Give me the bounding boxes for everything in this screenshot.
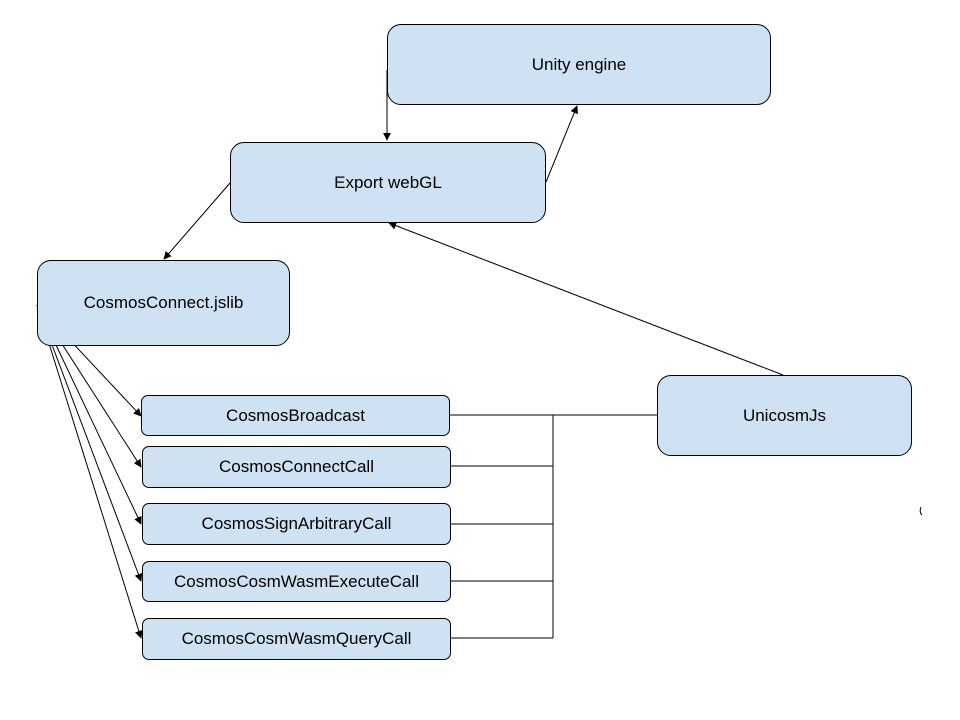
node-cosmos-connect-jslib: CosmosConnect.jslib [37, 260, 290, 346]
node-export-webgl: Export webGL [230, 142, 546, 223]
node-unicosm-js: UnicosmJs [657, 375, 912, 456]
edge-export-to-unity [545, 105, 578, 183]
node-cosmos-connect-jslib-label: CosmosConnect.jslib [83, 293, 244, 312]
edge-unicosm-to-export [388, 221, 784, 376]
edge-jslib-to-query-call [36, 304, 143, 639]
stray-mark [919, 506, 923, 516]
node-cosmos-connect-call-label: CosmosConnectCall [219, 457, 374, 476]
node-cosmos-sign-arbitrary-call-label: CosmosSignArbitraryCall [201, 514, 392, 533]
node-unity-engine-label: Unity engine [531, 54, 627, 74]
node-cosmos-cosm-wasm-execute-call-label: CosmosCosmWasmExecuteCall [174, 571, 419, 591]
edge-export-to-jslib [163, 182, 231, 260]
node-cosmos-cosm-wasm-query-call: CosmosCosmWasmQueryCall [142, 618, 451, 660]
node-export-webgl-label: Export webGL [334, 172, 442, 192]
node-cosmos-cosm-wasm-execute-call: CosmosCosmWasmExecuteCall [142, 561, 451, 602]
node-cosmos-connect-call: CosmosConnectCall [142, 446, 451, 488]
node-unity-engine: Unity engine [387, 24, 771, 105]
node-cosmos-cosm-wasm-query-call-label: CosmosCosmWasmQueryCall [181, 629, 412, 648]
node-unicosm-js-label: UnicosmJs [742, 405, 827, 425]
edge-jslib-to-execute-call [36, 304, 143, 582]
node-cosmos-broadcast: CosmosBroadcast [141, 395, 450, 436]
node-cosmos-broadcast-label: CosmosBroadcast [226, 405, 365, 425]
node-cosmos-sign-arbitrary-call: CosmosSignArbitraryCall [142, 503, 451, 545]
